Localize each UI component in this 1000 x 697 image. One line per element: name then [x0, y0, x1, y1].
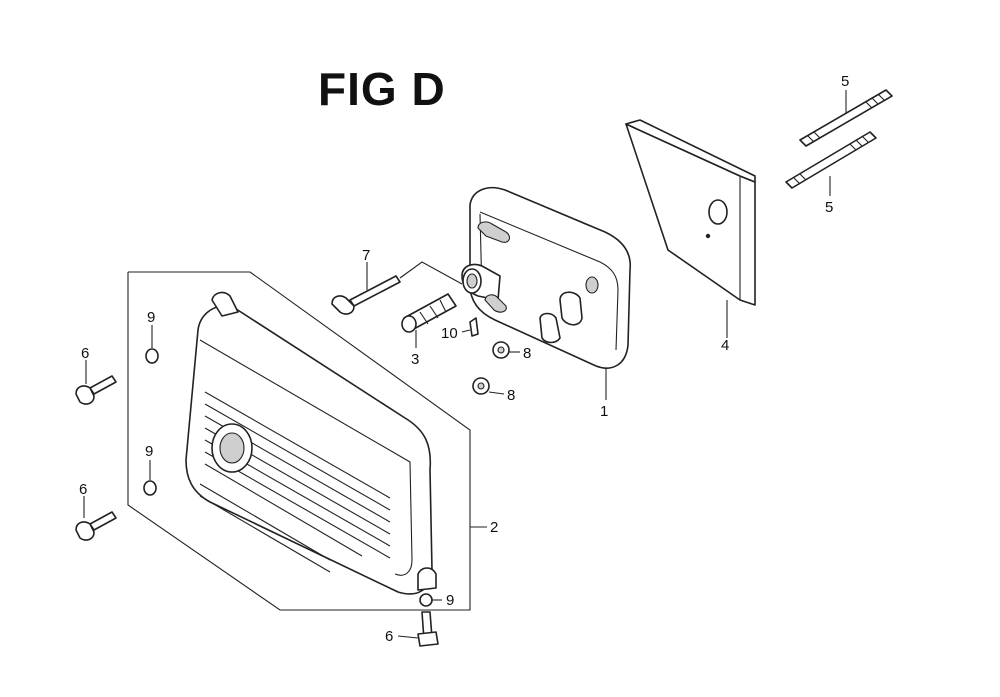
callout-9-upper: 9: [147, 309, 155, 326]
short-bolt-lower: [417, 611, 439, 647]
short-bolt-middle: [75, 511, 117, 541]
collar-lower: [419, 593, 433, 607]
figure-title: FIG D: [318, 63, 446, 115]
gasket-pin: [469, 317, 479, 337]
callout-2: 2: [490, 519, 498, 536]
flange-nut-lower: [472, 377, 490, 395]
callout-1: 1: [600, 403, 608, 420]
callout-7: 7: [362, 247, 370, 264]
callout-9-middle: 9: [145, 443, 153, 460]
collar-middle: [143, 480, 157, 496]
callout-9-lower: 9: [446, 592, 454, 609]
callout-6-middle: 6: [79, 481, 87, 498]
leader-6c: [397, 635, 419, 639]
muffler-cover: [185, 291, 437, 595]
exhaust-pipe-insert: [401, 293, 457, 333]
collar-upper: [145, 348, 159, 364]
callout-5-lower: 5: [825, 199, 833, 216]
stud-bolt-lower: [785, 131, 877, 189]
leader-7-guide: [399, 261, 463, 285]
callout-8-lower: 8: [507, 387, 515, 404]
callout-8-upper: 8: [523, 345, 531, 362]
long-flange-bolt: [331, 275, 401, 315]
group-outline: [127, 271, 471, 611]
leader-8b: [488, 391, 505, 395]
leader-10: [461, 329, 471, 333]
callout-3: 3: [411, 351, 419, 368]
callout-6-lower: 6: [385, 628, 393, 645]
callout-4: 4: [721, 337, 729, 354]
short-bolt-upper: [75, 375, 117, 405]
callout-5-upper: 5: [841, 73, 849, 90]
muffler-body: [461, 186, 631, 369]
heat-shield: [625, 119, 756, 306]
flange-nut-upper: [492, 341, 510, 359]
callout-10: 10: [441, 325, 458, 342]
callout-6-upper: 6: [81, 345, 89, 362]
stud-bolt-upper: [799, 89, 893, 147]
